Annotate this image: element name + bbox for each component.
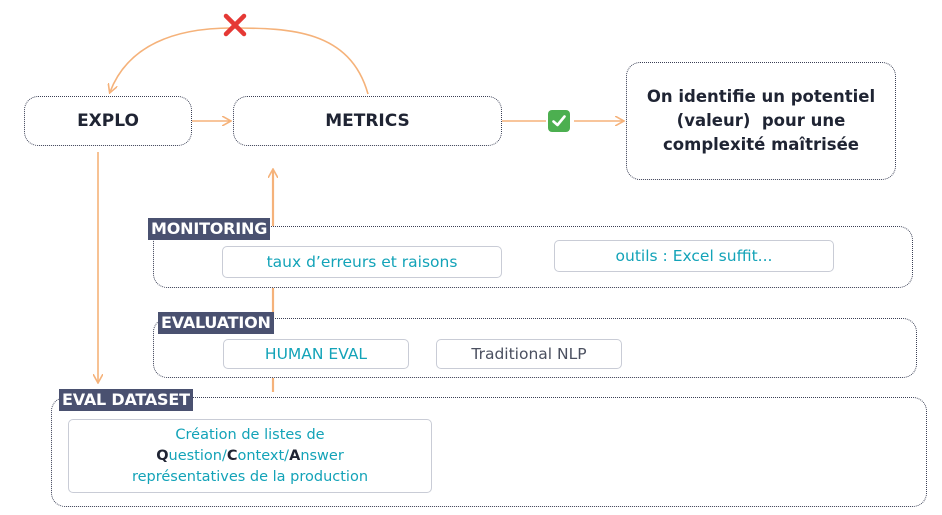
monitoring-pill-tools: outils : Excel suffit... [554, 240, 834, 272]
red-cross-icon [223, 13, 247, 37]
card-line-2: Question/Context/Answer [156, 446, 344, 467]
a-initial: A [289, 447, 301, 464]
q-initial: Q [156, 447, 169, 464]
metrics-node: METRICS [233, 96, 502, 146]
card-line-1: Création de listes de [175, 426, 325, 443]
outcome-line-2: (valeur) pour une [676, 111, 846, 130]
explo-label: EXPLO [77, 111, 139, 131]
card-line-3: représentatives de la production [131, 468, 369, 485]
c-rest: ontext/ [237, 447, 290, 464]
evaluation-pill-human-eval: HUMAN EVAL [223, 339, 409, 369]
evaluation-pill-traditional-nlp: Traditional NLP [436, 339, 622, 369]
eval-dataset-label: EVAL DATASET [59, 389, 193, 411]
outcome-line-3: complexité maîtrisée [663, 135, 859, 154]
outcome-node: On identifie un potentiel (valeur) pour … [626, 62, 896, 180]
eval-dataset-card: Création de listes de Question/Context/A… [68, 419, 432, 493]
outcome-line-1: On identifie un potentiel [646, 87, 876, 106]
q-rest: uestion/ [168, 447, 227, 464]
green-check-icon [548, 110, 570, 132]
metrics-label: METRICS [325, 111, 410, 131]
monitoring-label: MONITORING [148, 218, 271, 240]
evaluation-label: EVALUATION [158, 312, 274, 334]
monitoring-pill-error-rates: taux d’erreurs et raisons [222, 246, 502, 278]
a-rest: nswer [300, 447, 344, 464]
explo-node: EXPLO [24, 96, 192, 146]
c-initial: C [226, 447, 238, 464]
